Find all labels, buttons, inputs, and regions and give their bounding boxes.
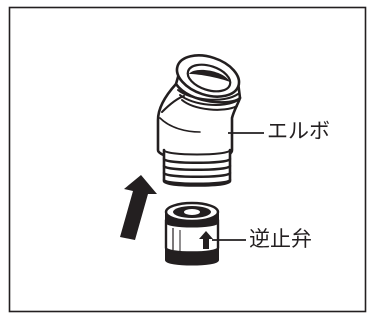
- up-arrow-icon: [120, 175, 157, 240]
- check-valve-cylinder-icon: [164, 201, 220, 266]
- callout-check-valve: 逆止弁: [249, 227, 312, 251]
- elbow-pipe-fitting-icon: [156, 54, 242, 187]
- callout-elbow: エルボ: [267, 119, 330, 143]
- figure-border: [8, 6, 367, 313]
- small-up-arrow-icon: [199, 231, 213, 249]
